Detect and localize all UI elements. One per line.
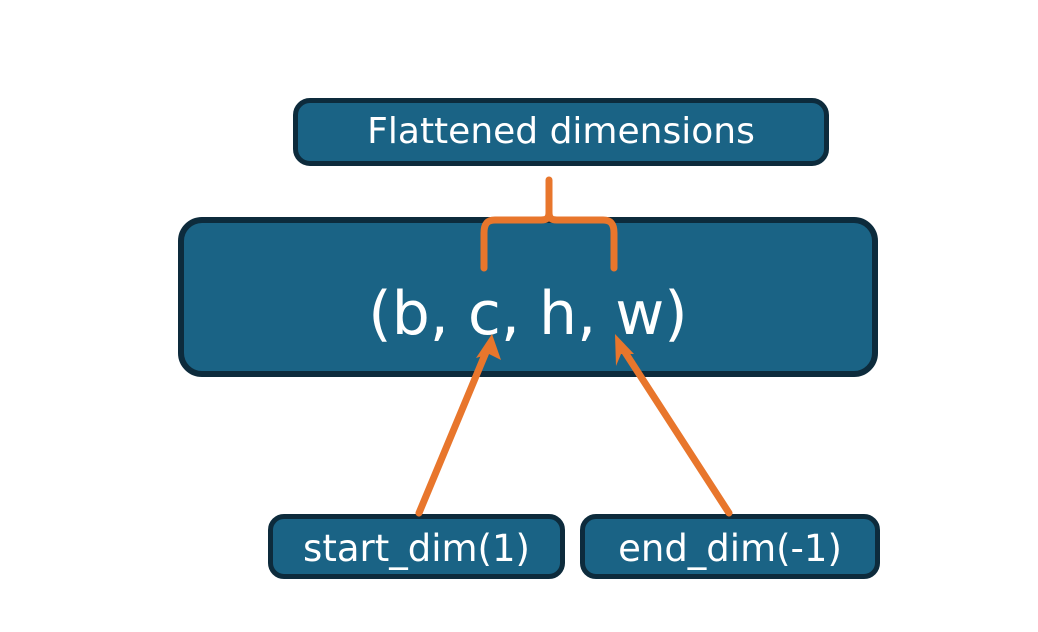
flattened-dimensions-label: Flattened dimensions bbox=[367, 111, 755, 152]
tensor-shape-box: (b, c, h, w) bbox=[178, 217, 878, 377]
end-dim-box: end_dim(-1) bbox=[580, 514, 880, 579]
start-dim-box: start_dim(1) bbox=[268, 514, 565, 579]
start-dim-label: start_dim(1) bbox=[303, 527, 530, 570]
tensor-shape-label: (b, c, h, w) bbox=[368, 279, 688, 349]
flattened-dimensions-box: Flattened dimensions bbox=[293, 98, 829, 166]
end-dim-label: end_dim(-1) bbox=[618, 527, 842, 570]
